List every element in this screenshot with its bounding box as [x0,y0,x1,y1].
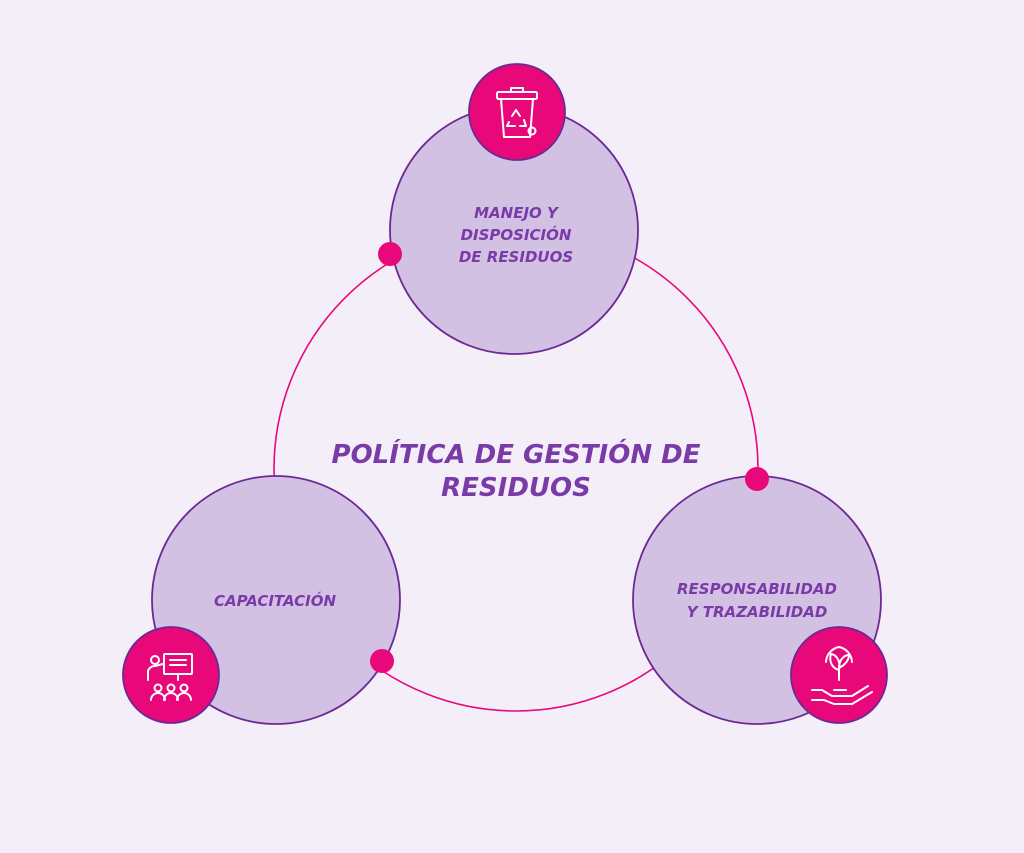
node-text-line: MANEJO Y [474,204,560,222]
node-label-manejo: MANEJO Y DISPOSICIÓN DE RESIDUOS [459,204,573,266]
diagram-title: POLÍTICA DE GESTIÓN DE [332,438,701,470]
node-text-line: DISPOSICIÓN [461,225,572,244]
training-presentation-icon [122,626,220,724]
connector-dot [378,242,402,266]
node-text-line: CAPACITACIÓN [214,591,337,610]
hand-plant-icon [790,626,888,724]
node-label-responsabilidad: RESPONSABILIDAD Y TRAZABILIDAD [677,580,837,621]
node-text-line: RESPONSABILIDAD [677,580,837,598]
recycle-bin-icon [468,63,566,161]
node-text-line: Y TRAZABILIDAD [687,603,828,621]
connector-dot [745,467,769,491]
node-label-capacitacion: CAPACITACIÓN [214,591,337,610]
node-text-line: DE RESIDUOS [459,248,573,266]
diagram-title: RESIDUOS [441,473,591,503]
connector-dot [370,649,394,673]
